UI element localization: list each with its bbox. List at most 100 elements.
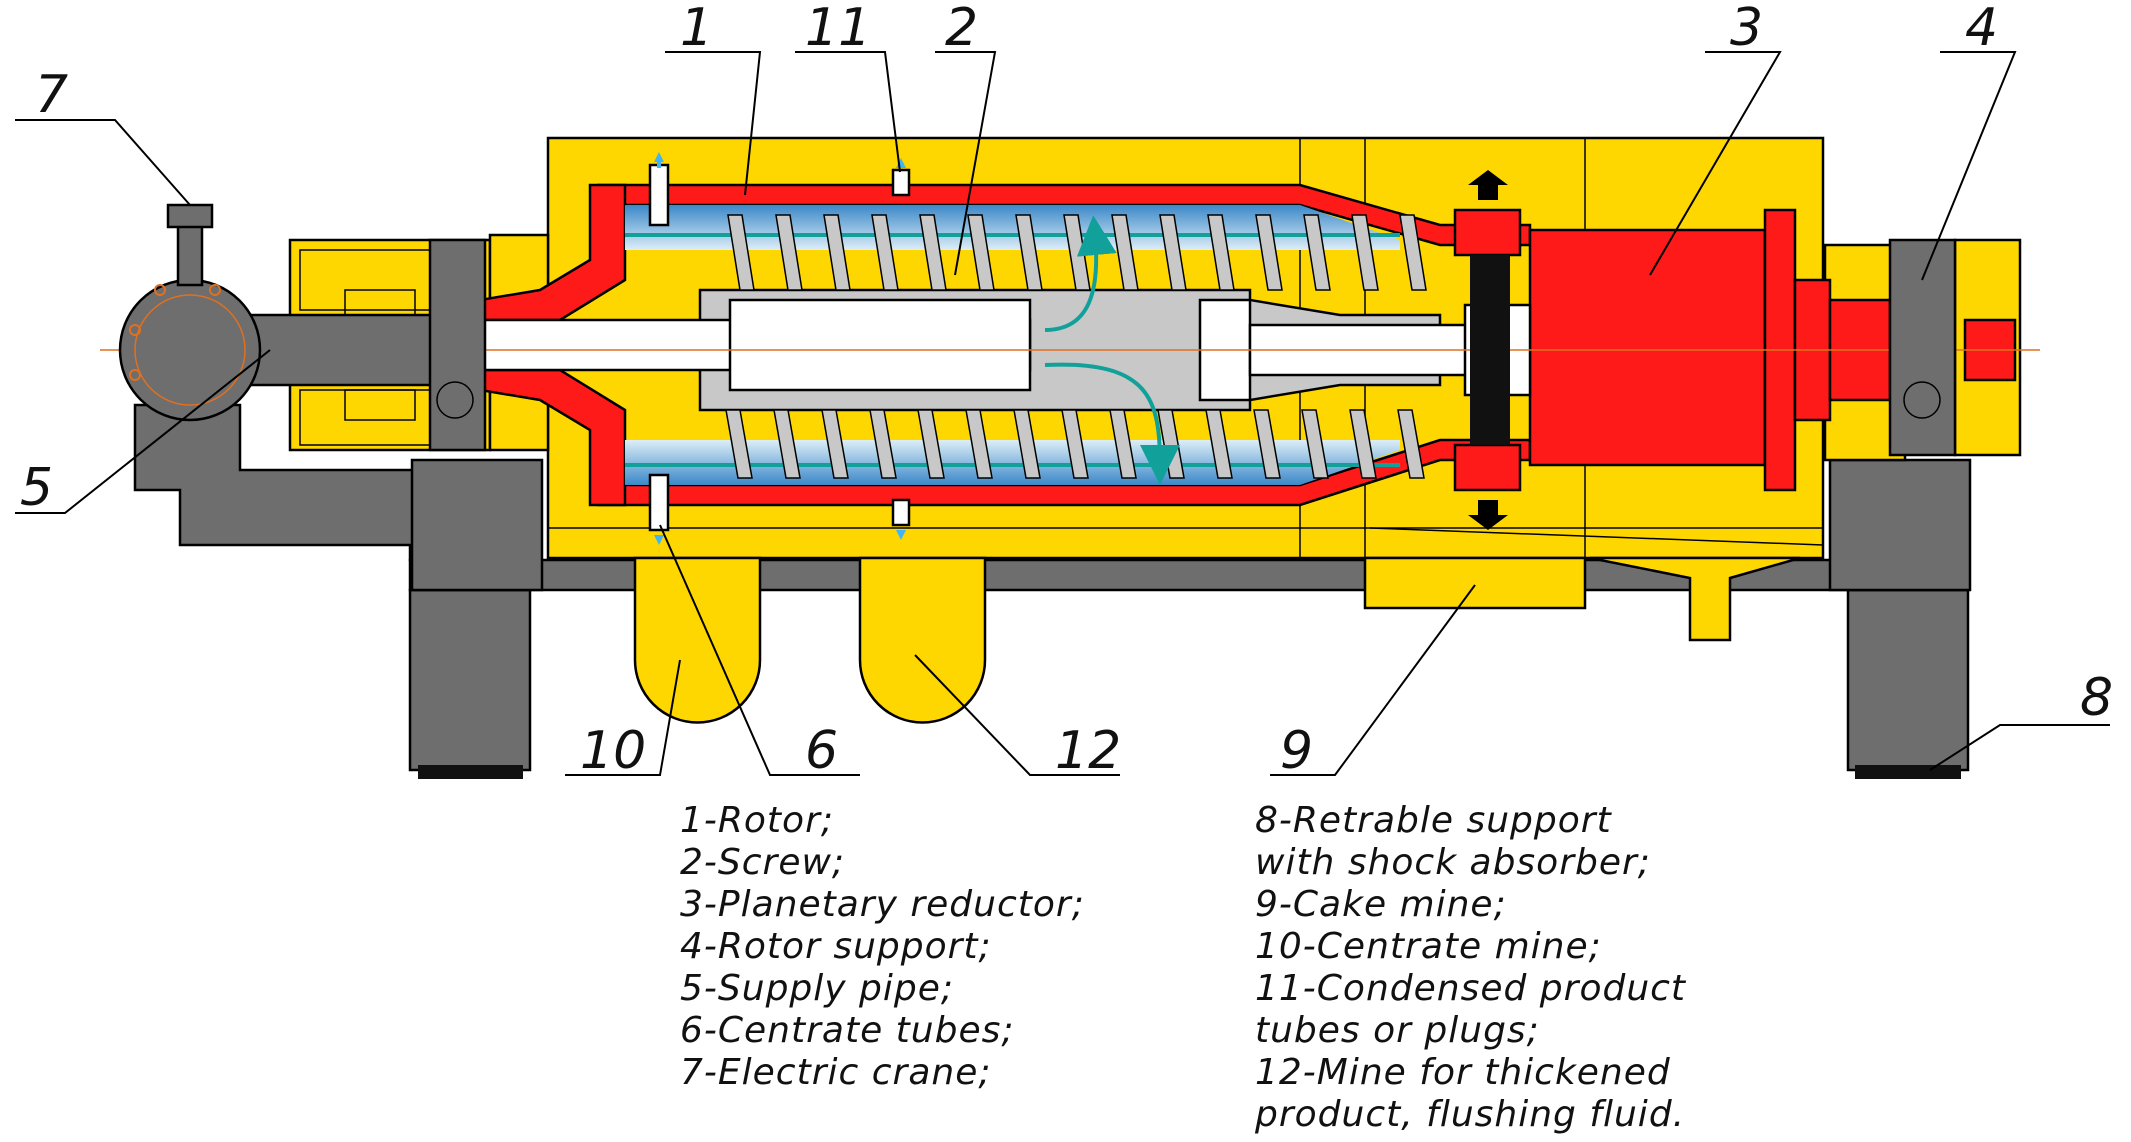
- thickened-mine-12: [858, 556, 987, 724]
- screw-flight: [871, 214, 899, 291]
- screw-flight: [823, 214, 851, 291]
- screw-flight: [727, 214, 755, 291]
- screw-flight: [1013, 409, 1041, 479]
- screw-flight: [869, 409, 897, 479]
- screw-flight: [1349, 409, 1377, 479]
- legend-item-8: 8-Retrable support: [1255, 800, 1613, 841]
- screw-flight: [725, 409, 753, 479]
- screw-flight: [1109, 409, 1137, 479]
- legend-left: 1-Rotor; 2-Screw; 3-Planetary reductor; …: [680, 800, 1085, 1093]
- right-bearing-block: [1828, 458, 1972, 592]
- callout-4: 4: [1965, 0, 1998, 58]
- callout-12: 12: [1055, 721, 1121, 781]
- cake-discharge-ring: [1470, 255, 1510, 445]
- right-leg: [1846, 588, 1970, 772]
- arrow-down-icon: [1468, 500, 1508, 530]
- callout-9: 9: [1280, 721, 1313, 781]
- screw-flight: [1253, 409, 1281, 479]
- rotor-support: [1888, 238, 1957, 457]
- callouts: 1 11 2 3 4 7 5 10 6 12 9 8: [20, 0, 2113, 781]
- callout-1: 1: [680, 0, 713, 58]
- screw-flight: [917, 409, 945, 479]
- arrow-down-small-icon: [654, 535, 664, 545]
- screw-flight: [967, 214, 995, 291]
- tubes: [648, 152, 911, 545]
- callout-3: 3: [1730, 0, 1763, 58]
- screw-flight: [965, 409, 993, 479]
- arrow-down-small-icon-2: [896, 530, 906, 540]
- cake-discharge-seal-top: [1453, 208, 1522, 257]
- screw-flight: [821, 409, 849, 479]
- supply-pipe: [100, 298, 2040, 402]
- screw-flight: [1399, 214, 1427, 291]
- left-feed-assembly: [118, 203, 487, 452]
- legend-item-12b: product, flushing fluid.: [1254, 1094, 1685, 1135]
- feed-tube-inner: [728, 298, 1032, 392]
- centrate-mine-10: [633, 556, 762, 724]
- plug-bottom: [891, 498, 911, 527]
- callout-2: 2: [945, 0, 978, 58]
- legend-item-6: 6-Centrate tubes;: [680, 1010, 1015, 1051]
- legend-item-9: 9-Cake mine;: [1255, 884, 1507, 925]
- left-bearing: [428, 238, 487, 452]
- screw-flight: [1159, 214, 1187, 291]
- legend-item-3: 3-Planetary reductor;: [680, 884, 1085, 925]
- legend-item-5: 5-Supply pipe;: [680, 968, 954, 1009]
- left-damper: [418, 765, 523, 779]
- callout-6: 6: [805, 721, 838, 781]
- callout-5: 5: [20, 458, 53, 518]
- screw-flight: [1255, 214, 1283, 291]
- liquid-bottom: [625, 440, 1400, 485]
- electric-crane-stem: [176, 223, 204, 287]
- liquid-top: [625, 205, 1400, 250]
- left-pedestal: [133, 403, 432, 562]
- callout-7: 7: [35, 65, 68, 125]
- legend-item-10: 10-Centrate mine;: [1255, 926, 1602, 967]
- screw-flight: [1303, 214, 1331, 291]
- leader-lines: [15, 51, 2110, 776]
- screw-flight: [773, 409, 801, 479]
- left-bearing-block: [410, 458, 544, 592]
- cake-mine-9: [1363, 556, 1587, 610]
- right-damper: [1855, 765, 1961, 779]
- condensed-tube-bottom: [648, 473, 670, 532]
- screw-flight: [1015, 214, 1043, 291]
- screw-flight: [1351, 214, 1379, 291]
- electric-crane-head: [166, 203, 214, 229]
- legend-item-11: 11-Condensed product: [1255, 968, 1687, 1009]
- callout-10: 10: [580, 721, 646, 781]
- arrow-up-small-icon: [654, 152, 664, 168]
- cake-mine-hopper: [1589, 556, 1801, 642]
- legend-item-11b: tubes or plugs;: [1255, 1010, 1540, 1051]
- planetary-reductor: [1528, 228, 1767, 467]
- legend-item-12: 12-Mine for thickened: [1255, 1052, 1671, 1093]
- legend-item-7: 7-Electric crane;: [680, 1052, 992, 1093]
- cake-discharge-arrows: [1468, 170, 1508, 530]
- screw-flight: [1205, 409, 1233, 479]
- left-red-coupling-bottom: [344, 389, 416, 421]
- rotor-support-assembly: [1453, 208, 1957, 492]
- callout-11: 11: [805, 0, 871, 58]
- flow-arrow-down: [1044, 362, 1180, 485]
- screw-flight: [1301, 409, 1329, 479]
- legend-item-1: 1-Rotor;: [680, 800, 834, 841]
- legend-item-2: 2-Screw;: [680, 842, 845, 883]
- screw-flight: [775, 214, 803, 291]
- cake-discharge-seal-bottom: [1453, 443, 1522, 492]
- supply-flange: [118, 278, 262, 422]
- legend-right: 8-Retrable support with shock absorber; …: [1254, 800, 1687, 1135]
- screw-flight: [1061, 409, 1089, 479]
- legend-item-8b: with shock absorber;: [1255, 842, 1651, 883]
- callout-8: 8: [2080, 668, 2113, 728]
- left-leg: [408, 588, 532, 772]
- screw-flight: [1207, 214, 1235, 291]
- plug-top: [891, 168, 911, 197]
- arrow-up-icon: [1468, 170, 1508, 200]
- condensed-tube-top: [648, 163, 670, 227]
- flow-arrow-up: [1044, 215, 1117, 332]
- rotor: [344, 183, 2017, 507]
- screw-flight: [919, 214, 947, 291]
- legend-item-4: 4-Rotor support;: [680, 926, 992, 967]
